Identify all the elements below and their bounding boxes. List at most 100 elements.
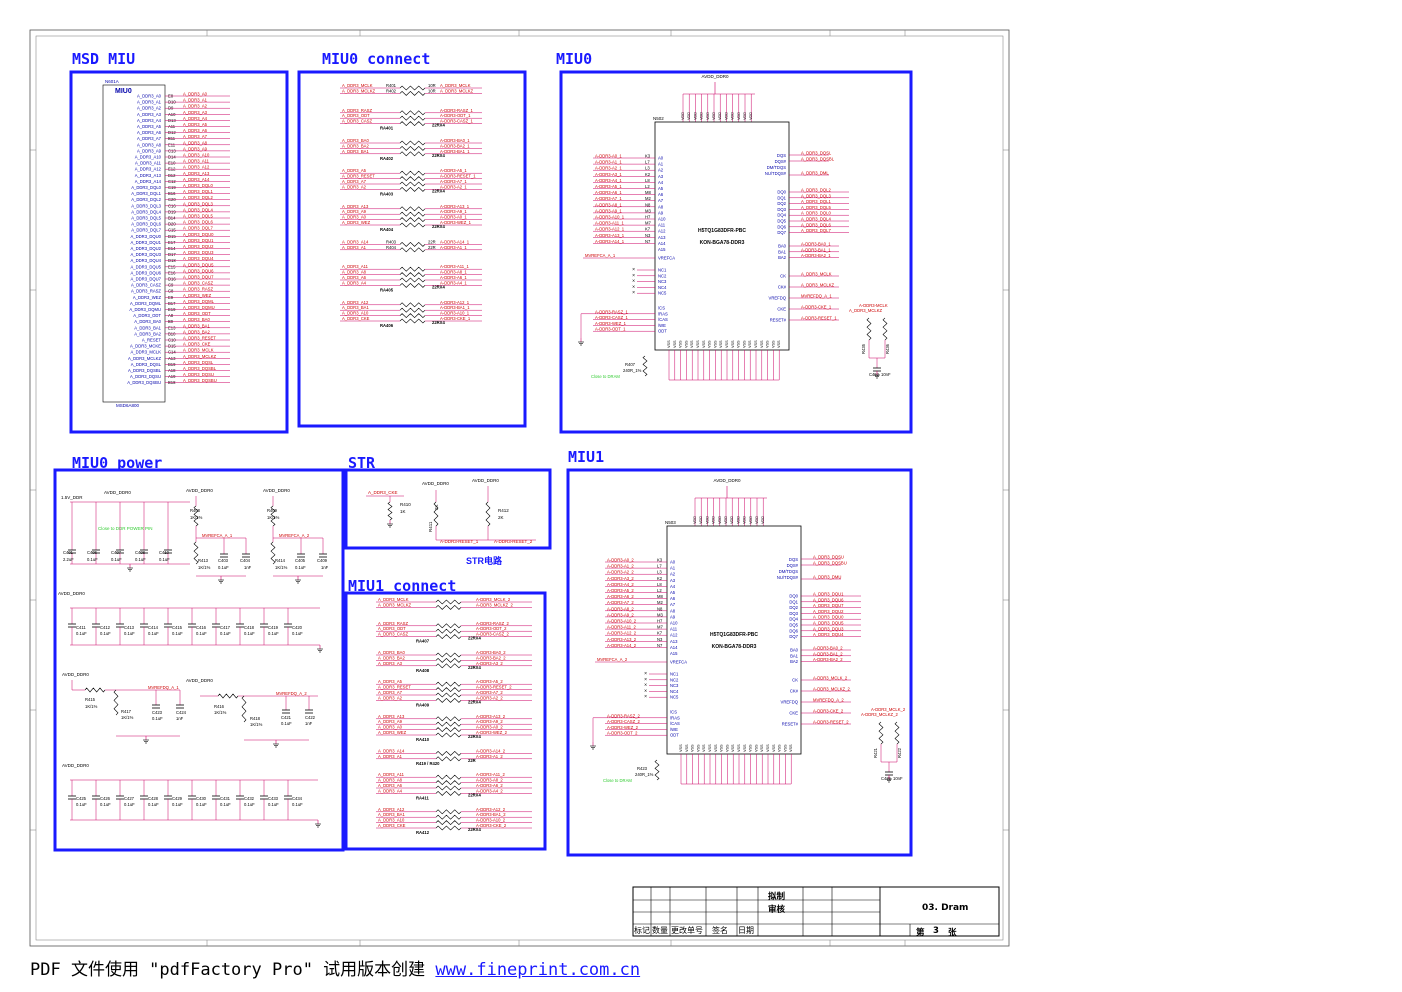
msd-pin-net: A_DDR3_DQL3 (183, 201, 213, 206)
miu1-ck-net: A-DDR3_MCLKZ_2 (813, 687, 850, 692)
miu0c-in-net: A_DDR3_A14 (342, 239, 369, 244)
miu1-dq-net: A_DDR3_DQU7 (813, 603, 844, 608)
cap-ref: C418 (244, 625, 255, 630)
miu1-vdd-label: VDD (712, 516, 716, 524)
miu1c-in-net: A_DDR3_A14 (378, 748, 405, 753)
divider-c2-val: 1nF (176, 716, 184, 721)
divider-c1-val: 0.1uF (218, 565, 229, 570)
miu1-ctrl-net: A-DDR3-WEZ_2 (607, 725, 639, 730)
miu0c-series-resistor (399, 272, 426, 278)
str-reset2: A-DDR3-RESET_2 (494, 539, 533, 544)
miu1-addr-ball: M8 (657, 594, 663, 599)
miu0-zq-val: 240R_1% (623, 368, 642, 373)
miu1c-in-net: A_DDR3_CKE (378, 823, 406, 828)
miu0-zq-resistor (642, 355, 648, 377)
divider-top-ref: R409 (267, 508, 278, 513)
miu1-addr-net: A-DDR3-A4_2 (607, 582, 634, 587)
divider-top-ref: R415 (85, 697, 96, 702)
cap-ref: C410 (159, 550, 170, 555)
miu1-power-rail: AVDD_DDR0 (714, 478, 741, 483)
miu1-ck-pin: RESET# (782, 722, 799, 727)
msd-pin-signal: A_DDR3_A13 (135, 173, 162, 178)
miu1c-series-resistor (435, 623, 462, 629)
miu1-strobe-net: A_DDR3_DMU (813, 575, 841, 580)
divider-bot-ref: R413 (198, 558, 209, 563)
msd-block-name: MIU0 (115, 88, 132, 95)
miu0c-in-net: A_DDR3_A8 (342, 270, 367, 275)
str-r412-val: 2K (498, 515, 504, 520)
cap-val: 0.1uF (124, 631, 135, 636)
power-rail-avdd: AVDD_DDR0 (58, 591, 85, 596)
miu0c-out-net: A-DDR3-A2_1 (440, 184, 467, 189)
divider-c1-val: 0.1uF (295, 565, 306, 570)
miu0-ck-pin: VREFDQ (769, 296, 787, 301)
msd-pin-net: A_DDR3_BA2 (183, 329, 210, 334)
miu1c-out-net: A-DDR3-CASZ_2 (476, 632, 509, 637)
miu1-ba-net: A-DDR3-BA2_2 (813, 657, 843, 662)
divider-top-ref: R408 (190, 508, 201, 513)
miu1-dq-pin: DQ4 (789, 617, 798, 622)
title-miu1-connect: MIU1 connect (348, 577, 457, 595)
miu1c-out-net: A-DDR3-A8_2 (476, 778, 503, 783)
cap-ref: C413 (124, 625, 135, 630)
msd-pin-net: A_DDR3_A13 (183, 171, 210, 176)
miu1-ba-pin: BA0 (790, 648, 799, 653)
msd-pin-signal: A_DDR3_BA1 (134, 325, 161, 330)
miu1c-in-net: A_DDR3_MCLKZ (378, 602, 411, 607)
msd-pin-net: A_DDR3_DQU1 (183, 238, 214, 243)
divider-net: MVREFDQ_A_2 (276, 691, 307, 696)
miu0-ba-pin: BA2 (778, 255, 787, 260)
miu0-vref-pin: VREFCA (658, 256, 675, 261)
miu1c-out-net: A-DDR3-RASZ_2 (476, 621, 509, 626)
miu1c-series-resistor (435, 697, 462, 703)
miu1-nc-pin: NC3 (670, 683, 679, 688)
msd-pin-signal: A_DDR3_A5 (137, 124, 162, 129)
miu1-ctrl-pin: ODT (670, 733, 679, 738)
miu1-addr-pin: A9 (670, 614, 676, 619)
miu0-strobe-pin: DQS# (775, 159, 787, 164)
miu1c-series-resistor (435, 599, 462, 605)
miu0-addr-pin: A12 (658, 229, 666, 234)
miu0-vss-label: VSS (725, 340, 729, 348)
miu0c-series-resistor (399, 247, 426, 253)
msd-pin-signal: A_DDR3_DQL6 (131, 222, 161, 227)
miu0c-series-resistor (399, 302, 426, 308)
miu1c-out-net: A-DDR3-ODT_2 (476, 626, 507, 631)
str-circuit-label: STR电路 (466, 555, 503, 566)
miu0-addr-pin: A14 (658, 241, 666, 246)
miu0-vss-label: VSS (702, 340, 706, 348)
divider-c1: C421 (281, 715, 292, 720)
miu0-vdd-label: VDD (693, 112, 697, 120)
miu0-part: H5TQ1G83DFR-PBC (698, 228, 746, 234)
frame-str (344, 468, 552, 550)
msd-pin-signal: A_DDR3_A11 (135, 161, 162, 166)
miu0-ck-net: A-DDR3-CKE_1 (801, 305, 832, 310)
msd-ref: N601A (105, 79, 119, 84)
divider-top-val: 1K/1% (214, 710, 227, 715)
str-resistor (433, 501, 439, 527)
miu0-dq-pin: DQ4 (777, 213, 786, 218)
miu1-addr-ball: K3 (657, 558, 663, 563)
miu0-addr-net: A-DDR3-A5_1 (595, 184, 622, 189)
miu0-addr-pin: A6 (658, 192, 664, 197)
miu1-vss-label: VSS (783, 744, 787, 752)
title-miu0: MIU0 (556, 50, 593, 68)
str-r411-val: 2K (434, 504, 439, 510)
miu0-vdd-label: VDD (712, 112, 716, 120)
miu1c-in-net: A_DDR3_A0 (378, 725, 403, 730)
miu0c-series-resistor (399, 181, 426, 187)
miu1c-series-resistor (435, 814, 462, 820)
miu1-ck-pin: VREFDQ (781, 700, 799, 705)
miu0-addr-net: A-DDR3-A6_1 (595, 190, 622, 195)
msd-pin-net: A_DDR3_DQU2 (183, 244, 214, 249)
miu1c-in-net: A_DDR3_RESET (378, 685, 411, 690)
miu1-part: H5TQ1G83DFR-PBC (710, 632, 758, 638)
miu1-vref-pin: VREFCA (670, 660, 687, 665)
miu0-addr-net: A-DDR3-A1_1 (595, 160, 622, 165)
footer-link[interactable]: www.fineprint.com.cn (435, 960, 641, 980)
miu0-addr-ball: H7 (645, 215, 651, 220)
divider-c2-val: 1nF (244, 565, 252, 570)
msd-pin-signal: A_DDR3_A10 (135, 155, 162, 160)
cap-val: 0.1uF (196, 631, 207, 636)
msd-pin-net: A_DDR3_RESET (183, 336, 216, 341)
